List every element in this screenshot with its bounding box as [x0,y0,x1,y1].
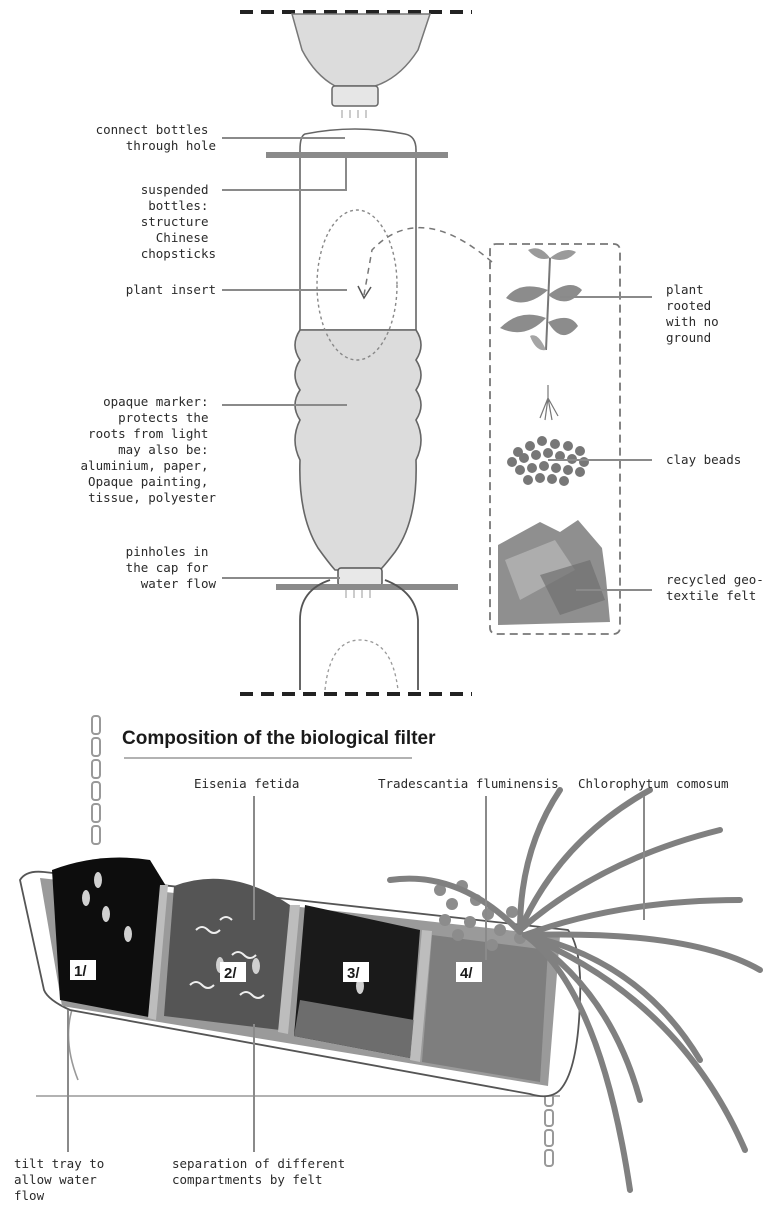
label-suspended-line3: structure [141,214,209,229]
pinhole-drips [345,590,371,598]
compartment-4-beads [422,935,548,1082]
label-separation: separation of different compartments by … [172,1156,353,1187]
label-felt-line1: recycled geo- [666,572,764,587]
label-felt: recycled geo- textile felt [666,572,768,603]
label-plant-line3: with no [666,314,719,329]
label-marker-line2: protects the [118,410,208,425]
compartment-1-number: 1/ [74,963,87,980]
bottle-system [222,10,493,696]
label-plant-line1: plant [666,282,704,297]
upper-bottle-cap [331,85,379,107]
label-tilt: tilt tray to allow water flow [14,1156,112,1203]
label-clay: clay beads [666,452,741,467]
plant-leaf-lower-right [548,317,578,336]
compartment-3-number: 3/ [347,965,360,982]
lower-insert-outline [324,639,399,691]
tag-4-bg [456,962,482,982]
chain-left [91,715,101,845]
leader-suspended [222,155,347,191]
tag-2-bg [220,962,246,982]
opaque-marker-section [294,329,422,571]
compartment-1-soil [52,857,166,1018]
label-suspended-line5: chopsticks [141,246,216,261]
chopstick-bar-bottom [276,584,458,590]
label-marker-line5: aluminium, paper, [81,458,209,473]
label-suspended: suspended bottles: structure Chinese cho… [141,182,216,261]
label-eisenia: Eisenia fetida [194,776,299,791]
label-tilt-line2: allow water [14,1172,97,1187]
felt-highlight [505,540,575,600]
pinhole-cap [337,567,383,587]
tag-3-bg [343,962,369,982]
lower-bottle [299,579,419,690]
label-marker-line1: opaque marker: [103,394,208,409]
label-chlorophytum: Chlorophytum comosum [578,776,729,791]
label-separation-line2: compartments by felt [172,1172,323,1187]
plant-roots [539,385,559,421]
label-plant-line4: ground [666,330,711,345]
label-insert-line1: plant insert [126,282,216,297]
label-marker-line7: tissue, polyester [88,490,216,505]
filter-tray: 1/ 2/ 3/ 4/ [19,715,763,1193]
compartment-4-number: 4/ [460,965,473,982]
label-marker-line4: may also be: [118,442,208,457]
label-pinholes: pinholes in the cap for water flow [126,544,217,591]
insert-arrow [363,226,493,296]
label-tilt-line1: tilt tray to [14,1156,104,1171]
compartment-3-gravel [294,1000,414,1058]
label-connect: connect bottles through hole [96,122,216,153]
compartment-2-compost [164,878,290,1030]
plant-leaf-lower-left [500,314,546,333]
plant-insert-outline [316,209,398,361]
filter-title: Composition of the biological filter [122,728,436,749]
label-clay-line1: clay beads [666,452,741,467]
label-plant: plant rooted with no ground [666,282,726,345]
label-separation-line1: separation of different [172,1156,345,1171]
plant-leaf-left [506,286,548,303]
label-insert: plant insert [126,282,216,297]
felt-separator-2 [278,905,300,1034]
main-bottle-upper [299,128,417,331]
plant-leaf-right [548,285,582,302]
detail-box-border [489,243,621,635]
label-connect-line1: connect bottles [96,122,209,137]
upper-bottle-neck [291,13,432,87]
plant-leaf-small [530,335,546,351]
felt-separator-1 [148,885,168,1020]
water-drip [341,110,367,118]
label-pinholes-line3: water flow [141,576,217,591]
label-suspended-line2: bottles: [148,198,208,213]
plant-leaf-top-right [550,250,576,260]
compartment-2-number: 2/ [224,965,237,982]
arrow-head [357,285,372,300]
chopstick-bar-top [266,152,448,158]
label-marker-line6: Opaque painting, [88,474,208,489]
chlorophytum-plant [387,787,763,1193]
plant-stem [545,257,551,351]
label-tradescantia: Tradescantia fluminensis [378,776,559,791]
label-connect-line2: through hole [126,138,216,153]
felt-separator-3 [410,930,432,1062]
label-suspended-line4: Chinese [156,230,209,245]
label-pinholes-line1: pinholes in [126,544,209,559]
felt-shadow [540,560,605,615]
insert-detail-box [489,243,652,635]
worms [189,916,265,999]
label-marker-line3: roots from light [88,426,208,441]
clay-beads [507,436,589,486]
label-plant-line2: rooted [666,298,711,313]
plant-leaf-top-left [528,248,550,259]
label-marker: opaque marker: protects the roots from l… [81,394,217,505]
label-pinholes-line2: the cap for [126,560,209,575]
tag-1-bg [70,960,96,980]
label-felt-line2: textile felt [666,588,756,603]
label-suspended-line1: suspended [141,182,209,197]
label-tilt-line3: flow [14,1188,45,1203]
